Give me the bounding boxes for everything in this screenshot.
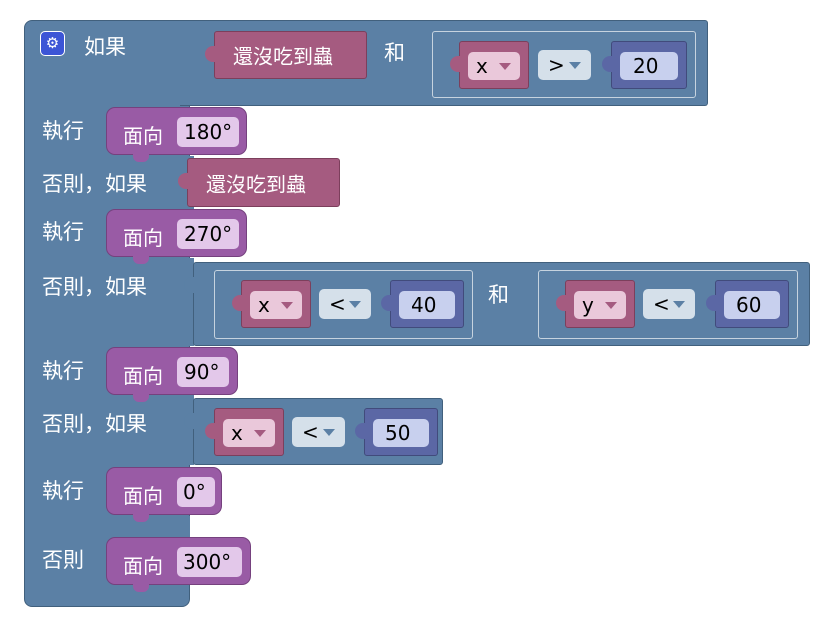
face-direction-block[interactable]: 面向 270° [106, 209, 247, 264]
variable-block[interactable]: x [232, 280, 311, 328]
number-value: 60 [736, 293, 762, 317]
angle-field[interactable]: 180° [177, 117, 239, 147]
if-keyword: 如果 [84, 35, 126, 59]
compare-block[interactable]: x > 20 [432, 31, 696, 98]
variable-name: x [231, 421, 243, 445]
dropdown-arrow-icon [281, 302, 293, 309]
angle-field[interactable]: 0° [177, 477, 215, 507]
number-block[interactable]: 50 [355, 408, 438, 456]
dropdown-arrow-icon [254, 430, 266, 437]
sensor-label: 還沒吃到蟲 [206, 172, 306, 196]
face-label: 面向 [123, 124, 163, 148]
face-direction-block[interactable]: 面向 90° [106, 347, 238, 402]
dropdown-arrow-icon [569, 62, 581, 69]
else-if-2-header [180, 258, 194, 346]
face-label: 面向 [123, 364, 163, 388]
dropdown-arrow-icon [323, 429, 335, 436]
dropdown-arrow-icon [499, 63, 511, 70]
face-label: 面向 [123, 484, 163, 508]
face-direction-block[interactable]: 面向 300° [106, 537, 251, 592]
then-keyword: 執行 [42, 479, 84, 503]
angle-value: 300° [183, 550, 232, 574]
operator-dropdown[interactable]: > [538, 50, 591, 80]
then-keyword: 執行 [42, 119, 84, 143]
operator-dropdown[interactable]: < [292, 417, 345, 447]
variable-block[interactable]: y [556, 280, 635, 328]
else-if-keyword: 否則，如果 [42, 412, 147, 436]
variable-block[interactable]: x [205, 408, 284, 456]
operator-symbol: < [302, 420, 319, 444]
operator-dropdown[interactable]: < [643, 289, 695, 319]
then-keyword: 執行 [42, 359, 84, 383]
gear-icon[interactable]: ⚙ [40, 31, 65, 56]
and-keyword: 和 [488, 283, 509, 307]
number-field[interactable]: 60 [724, 291, 780, 319]
variable-dropdown[interactable]: y [574, 291, 626, 319]
compare-block[interactable]: y < 60 [538, 270, 798, 339]
else-if-keyword: 否則，如果 [42, 275, 147, 299]
variable-name: y [582, 293, 594, 317]
angle-field[interactable]: 270° [177, 219, 239, 249]
variable-name: x [476, 54, 488, 78]
angle-value: 270° [184, 222, 233, 246]
number-field[interactable]: 20 [620, 52, 678, 80]
else-keyword: 否則 [42, 548, 84, 572]
number-field[interactable]: 50 [373, 419, 429, 447]
else-if-3-header [180, 395, 194, 465]
compare-block[interactable]: x < 50 [184, 398, 443, 465]
variable-block[interactable]: x [450, 41, 529, 89]
variable-name: x [258, 293, 270, 317]
dropdown-arrow-icon [673, 301, 685, 308]
sensor-block[interactable]: 還沒吃到蟲 [178, 158, 340, 207]
dropdown-arrow-icon [349, 301, 361, 308]
operator-symbol: < [653, 292, 670, 316]
face-label: 面向 [123, 554, 163, 578]
operator-symbol: > [548, 53, 565, 77]
number-value: 40 [411, 293, 437, 317]
dropdown-arrow-icon [605, 302, 617, 309]
number-field[interactable]: 40 [399, 291, 455, 319]
angle-value: 90° [184, 360, 220, 384]
angle-value: 0° [183, 480, 206, 504]
sensor-block[interactable]: 還沒吃到蟲 [205, 31, 367, 79]
then-keyword: 執行 [42, 220, 84, 244]
angle-value: 180° [184, 120, 233, 144]
number-block[interactable]: 60 [706, 280, 789, 328]
number-block[interactable]: 40 [381, 280, 464, 328]
variable-dropdown[interactable]: x [468, 52, 520, 80]
else-if-keyword: 否則，如果 [42, 172, 147, 196]
operator-dropdown[interactable]: < [319, 289, 371, 319]
compare-block[interactable]: x < 40 [214, 270, 473, 339]
and-condition-block[interactable]: x < 40 和 y < [184, 262, 810, 346]
number-value: 20 [633, 54, 659, 78]
face-direction-block[interactable]: 面向 0° [106, 467, 222, 522]
and-keyword: 和 [384, 41, 405, 65]
angle-field[interactable]: 90° [177, 357, 229, 387]
face-direction-block[interactable]: 面向 180° [106, 107, 247, 162]
else-header [180, 516, 190, 546]
number-block[interactable]: 20 [602, 41, 687, 89]
variable-dropdown[interactable]: x [250, 291, 302, 319]
variable-dropdown[interactable]: x [223, 419, 275, 447]
face-label: 面向 [123, 226, 163, 250]
sensor-label: 還沒吃到蟲 [233, 44, 333, 69]
operator-symbol: < [329, 292, 346, 316]
angle-field[interactable]: 300° [177, 547, 242, 577]
number-value: 50 [385, 421, 411, 445]
